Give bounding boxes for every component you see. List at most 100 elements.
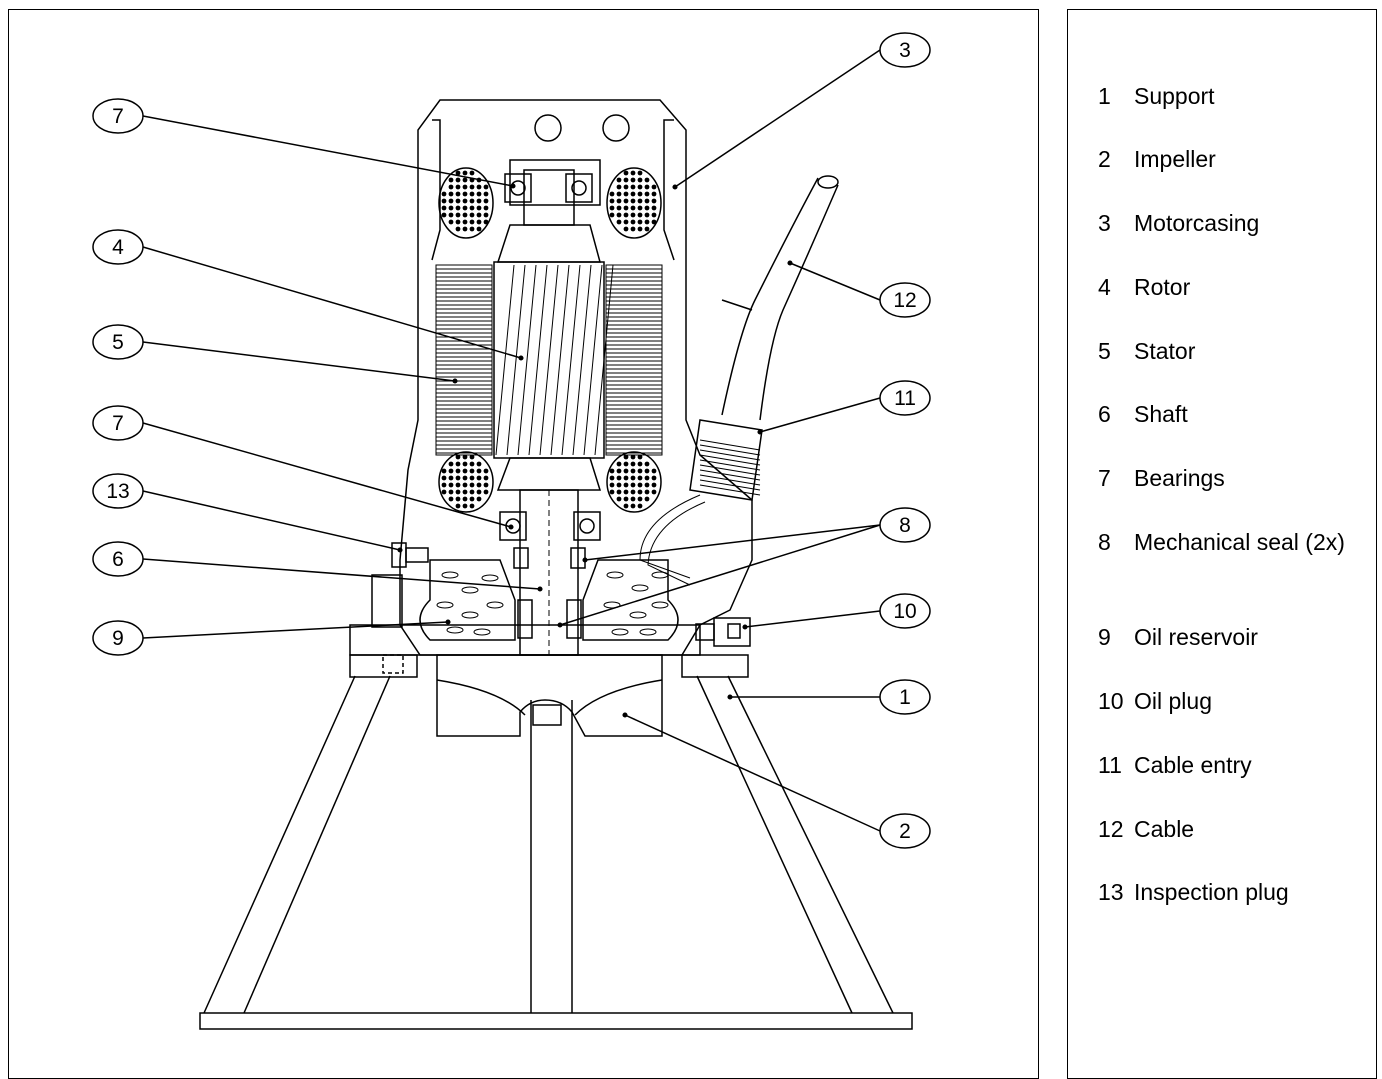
callout-bubble xyxy=(879,32,931,68)
callout-bubble xyxy=(879,813,931,849)
legend-number: 8 xyxy=(1098,529,1111,555)
callout-number: 3 xyxy=(899,39,911,62)
legend-label: Impeller xyxy=(1134,146,1216,172)
leader-dot xyxy=(508,524,514,530)
legend-number: 4 xyxy=(1098,274,1111,300)
shaft xyxy=(519,169,579,656)
legend-label: Oil reservoir xyxy=(1134,624,1258,650)
callout-bubble xyxy=(92,229,144,265)
legend-number: 7 xyxy=(1098,465,1111,491)
legend-label: Stator xyxy=(1134,338,1196,364)
callout-bubble xyxy=(879,679,931,715)
callout-number: 7 xyxy=(112,412,124,435)
oil-reservoir xyxy=(419,559,679,641)
inspection-plug xyxy=(391,542,429,568)
leader-dot xyxy=(742,624,748,630)
leader-line xyxy=(759,397,881,433)
callout-6: 6 xyxy=(92,541,543,592)
legend-number: 11 xyxy=(1098,752,1122,778)
legend-item: 4 Rotor xyxy=(1098,273,1354,301)
callout-7: 7 xyxy=(92,405,514,530)
legend-number: 12 xyxy=(1098,816,1124,842)
legend-label: Support xyxy=(1134,83,1215,109)
legend-item: 8 Mechanical seal (2x) xyxy=(1098,528,1354,556)
stator-windings xyxy=(438,167,662,513)
callout-bubble xyxy=(92,620,144,656)
callout-bubble xyxy=(92,541,144,577)
callout-number: 7 xyxy=(112,105,124,128)
callout-2: 2 xyxy=(622,712,931,849)
legend-label: Motorcasing xyxy=(1134,210,1260,236)
callout-number: 6 xyxy=(112,548,124,571)
callout-number: 2 xyxy=(899,820,911,843)
callout-8: 8 xyxy=(557,507,931,628)
legend-number: 9 xyxy=(1098,624,1111,650)
legend-item: 9 Oil reservoir xyxy=(1098,623,1354,651)
leader-dot xyxy=(557,622,563,628)
callout-9: 9 xyxy=(92,619,451,656)
callout-number: 8 xyxy=(899,514,911,537)
leader-dot xyxy=(452,378,458,384)
leader-dot xyxy=(672,184,678,190)
leader-dot xyxy=(510,183,516,189)
legend-label: Bearings xyxy=(1134,465,1225,491)
callout-number: 9 xyxy=(112,627,124,650)
callout-number: 4 xyxy=(112,236,124,259)
callout-1: 1 xyxy=(727,679,931,715)
leader-dot xyxy=(757,429,763,435)
leader-line xyxy=(142,490,401,551)
rotor xyxy=(493,224,614,491)
legend-number: 10 xyxy=(1098,688,1124,714)
leader-dot xyxy=(397,547,403,553)
leader-dot xyxy=(622,712,628,718)
callout-bubble xyxy=(879,593,931,629)
callout-number: 12 xyxy=(893,289,916,312)
leader-line xyxy=(559,524,881,626)
leader-line xyxy=(584,524,881,561)
legend-item: 13 Inspection plug xyxy=(1098,878,1354,906)
legend-number: 5 xyxy=(1098,338,1111,364)
leader-dot xyxy=(518,355,524,361)
legend-label: Rotor xyxy=(1134,274,1191,300)
callout-bubble xyxy=(879,282,931,318)
callout-number: 13 xyxy=(106,480,129,503)
legend-number: 6 xyxy=(1098,401,1111,427)
legend-number: 13 xyxy=(1098,879,1124,905)
callout-bubble xyxy=(879,507,931,543)
leader-line xyxy=(142,621,449,639)
callout-4: 4 xyxy=(92,229,524,361)
callout-10: 10 xyxy=(742,593,931,630)
leader-dot xyxy=(537,586,543,592)
callout-11: 11 xyxy=(757,380,931,435)
leader-dot xyxy=(582,557,588,563)
callout-number: 11 xyxy=(894,387,916,410)
legend-label: Mechanical seal (2x) xyxy=(1134,529,1345,555)
legend-number: 3 xyxy=(1098,210,1111,236)
leader-line xyxy=(789,262,881,301)
callout-bubble xyxy=(92,324,144,360)
support-frame xyxy=(199,654,913,1030)
callout-bubble xyxy=(92,473,144,509)
leader-line xyxy=(744,610,881,628)
callout-bubble xyxy=(879,380,931,416)
callout-3: 3 xyxy=(672,32,931,190)
cable-entry xyxy=(689,299,763,501)
legend-label: Inspection plug xyxy=(1134,879,1289,905)
callout-number: 10 xyxy=(893,600,916,623)
leader-line xyxy=(142,341,456,382)
leader-dot xyxy=(787,260,793,266)
leader-line xyxy=(142,422,512,528)
callout-7: 7 xyxy=(92,98,516,189)
callout-number: 1 xyxy=(899,686,911,709)
oil-plug xyxy=(695,617,751,647)
legend-item: 3 Motorcasing xyxy=(1098,209,1354,237)
legend-item: 5 Stator xyxy=(1098,337,1354,365)
leader-line xyxy=(624,714,881,832)
